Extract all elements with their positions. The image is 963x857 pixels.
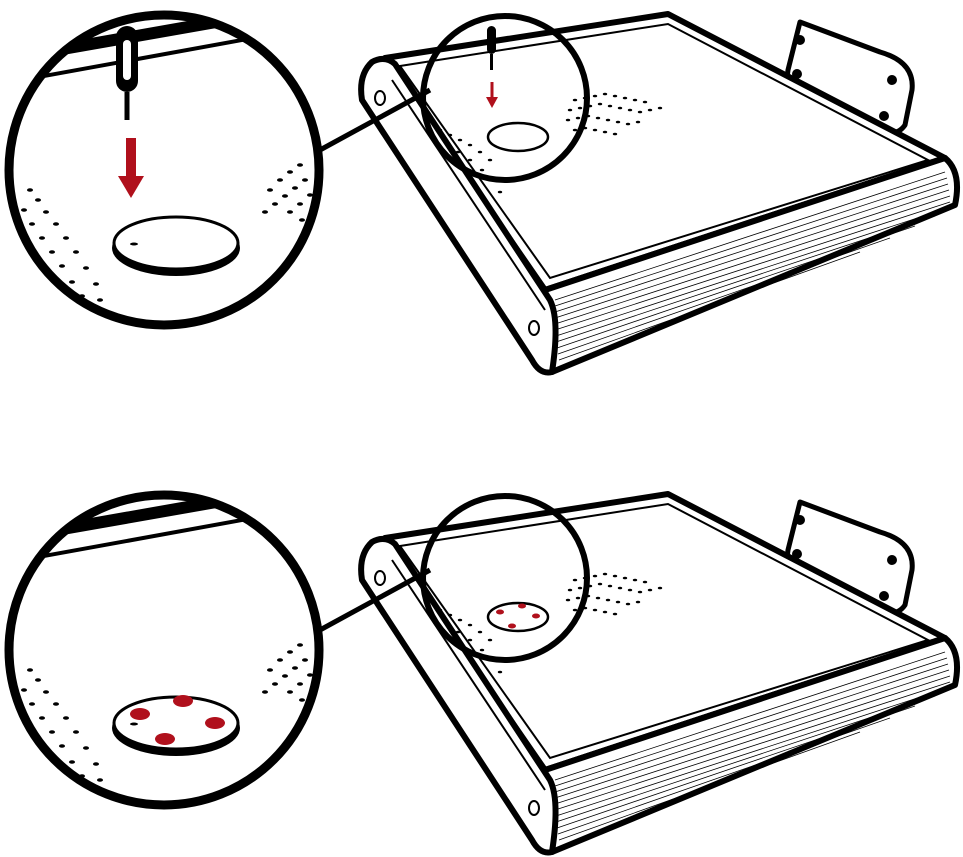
- drop-2: [173, 695, 193, 707]
- step-1-detail-circle: [420, 13, 590, 183]
- step-2-drops: [130, 695, 225, 745]
- step-1-pad-icon: [112, 215, 240, 276]
- step-1-pipette-icon: [116, 26, 138, 120]
- drop-1: [130, 708, 150, 720]
- step-2-small-drops: [496, 603, 540, 629]
- step-1-connector-line: [318, 87, 432, 153]
- step-1-down-arrow-icon: [118, 138, 144, 198]
- step-1-device-illustration: [361, 14, 957, 373]
- step-2-panel: [4, 490, 957, 853]
- step-1-small-down-arrow-icon: [486, 82, 498, 108]
- step-2-detail-circle: [420, 493, 590, 663]
- step-1-small-pipette-icon: [487, 26, 496, 70]
- drop-4: [155, 733, 175, 745]
- step-1-panel: [4, 10, 957, 373]
- step-1-magnifier: [4, 10, 324, 330]
- drop-3: [205, 717, 225, 729]
- step-2-magnifier: [4, 490, 324, 810]
- step-2-connector-line: [318, 567, 432, 633]
- step-2-device-illustration: [361, 494, 957, 853]
